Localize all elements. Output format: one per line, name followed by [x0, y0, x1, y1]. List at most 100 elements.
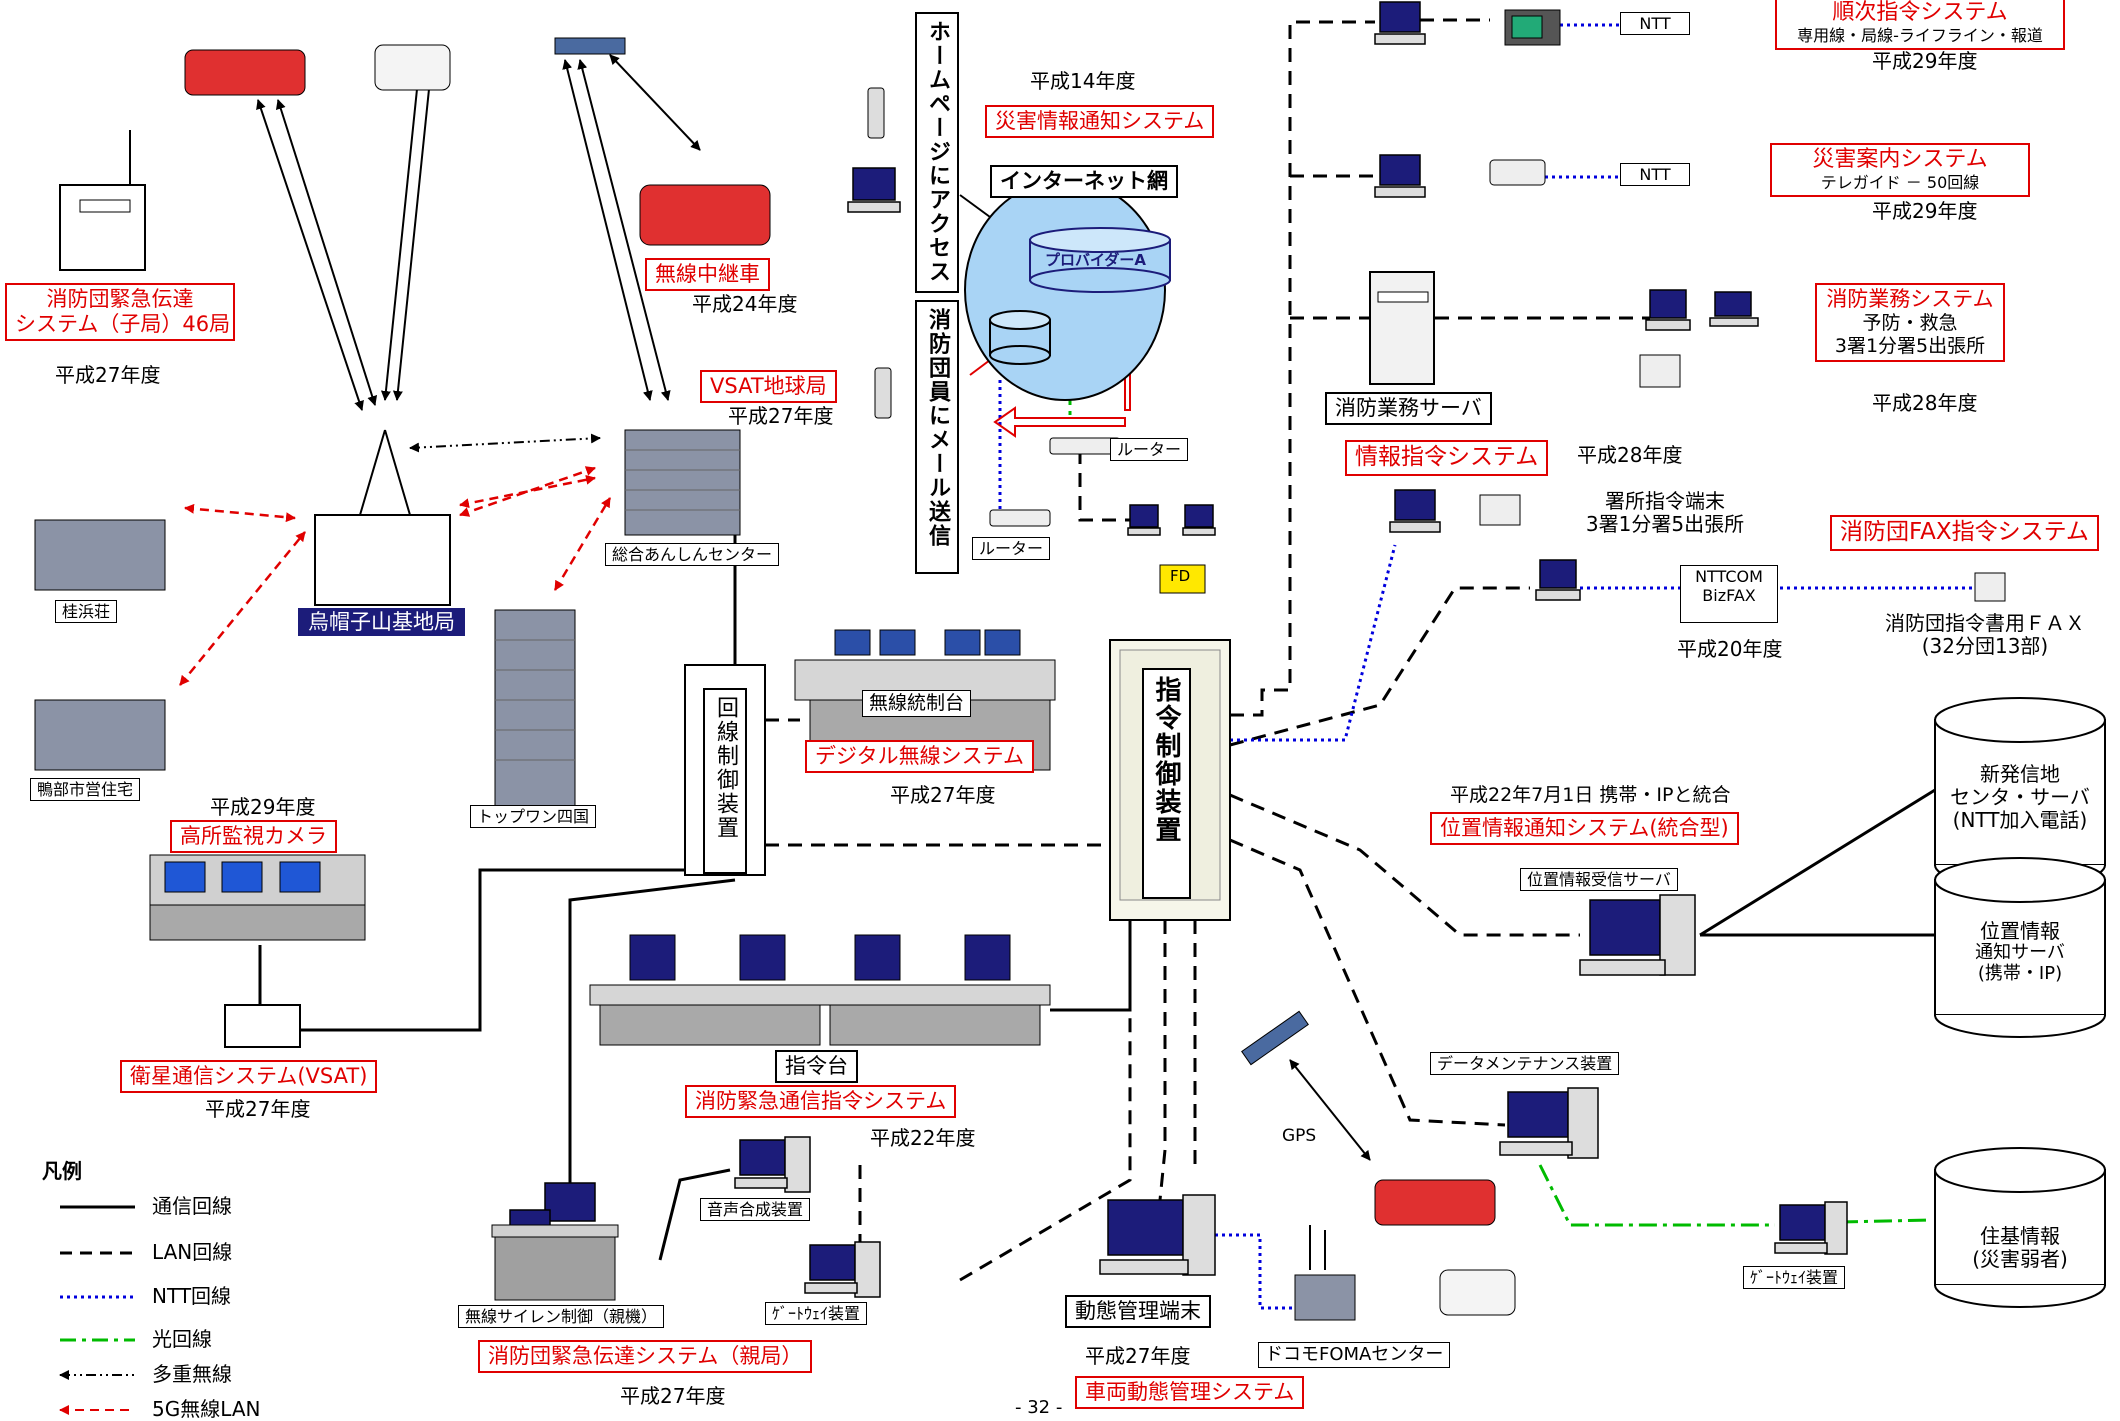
fax-device [1974, 572, 2006, 602]
fire-truck-1 [184, 49, 306, 96]
lan-line-data-maint [1229, 838, 1506, 1127]
saigai-annai-year: 平成29年度 [1872, 199, 1978, 223]
shinhasshin-2: センタ・サーバ [1950, 785, 2090, 809]
sat-arrow-2 [577, 59, 671, 401]
junji-year: 平成29年度 [1872, 49, 1978, 73]
sat-arrow-1 [562, 59, 653, 401]
onsei-gosei-label: 音声合成装置 [700, 1198, 811, 1222]
comm-line-siren [568, 878, 736, 1200]
nttcom-box: NTTCOM BizFAX [1680, 565, 1778, 623]
pc-onsei [734, 1136, 811, 1193]
kinkyu-ko-2: システム（子局）46局 [15, 312, 231, 337]
fax-system-box: 消防団FAX指令システム [1830, 515, 2099, 551]
gyomu-server-label: 消防業務サーバ [1325, 392, 1492, 426]
junji-system-box: 順次指令システム 専用線・局線-ライフライン・報道 [1775, 0, 2065, 50]
digital-system-box: デジタル無線システム [805, 740, 1034, 774]
siren-console [494, 1229, 616, 1301]
joho-printer [1479, 494, 1521, 526]
relay-truck [639, 184, 771, 246]
mail-label: 消防団員にメール送信 [915, 300, 959, 574]
gyomu-printer [1639, 354, 1681, 388]
vsat-device [224, 1004, 301, 1048]
pc-data-maint [1499, 1087, 1599, 1159]
digital-year: 平成27年度 [890, 783, 996, 807]
kinkyu-ko-year: 平成27年度 [55, 363, 161, 387]
gyomu-sub1: 予防・救急 [1862, 312, 1958, 335]
lan-line-router [1078, 450, 1130, 522]
pc-dotai [1099, 1194, 1216, 1276]
pc-gyomu [1645, 289, 1691, 331]
kinkyu-tsushin-box: 消防緊急通信指令システム [685, 1085, 957, 1119]
pc-fd-2 [1182, 504, 1216, 536]
ambulance-1 [374, 44, 451, 91]
page-number: - 32 - [1015, 1397, 1063, 1418]
pc-gateway-r [1774, 1201, 1848, 1255]
pc-homepage [847, 167, 901, 213]
kamobe-building [34, 699, 166, 771]
saigai-tsuchi-year: 平成14年度 [1030, 69, 1136, 93]
fax-sho-2: (32分団13部) [1921, 634, 2049, 658]
shireidai-label: 指令台 [775, 1050, 858, 1084]
data-maint-label: データメンテナンス装置 [1430, 1052, 1620, 1076]
shirei-seigyo-label: 指令制御装置 [1142, 668, 1191, 899]
kosho-camera-console [149, 854, 366, 941]
kinkyu-ko-1: 消防団緊急伝達 [46, 287, 194, 311]
shosho-tanmatsu-2: 3署1分署5出張所 [1585, 512, 1745, 536]
gyomu-title: 消防業務システム [1826, 287, 1994, 311]
kosho-box: 高所監視カメラ [170, 820, 337, 854]
kinkyu-oya-box: 消防団緊急伝達システム（親局） [478, 1340, 813, 1374]
siren-seigyo-label: 無線サイレン制御（親機） [458, 1305, 665, 1329]
ko-siren-station [59, 130, 146, 271]
musen-chukei-year: 平成24年度 [692, 292, 798, 316]
pc-ichi-jushin [1579, 894, 1696, 976]
shinhasshin-1: 新発信地 [1980, 762, 2060, 786]
pc-junji [1374, 1, 1426, 45]
docomo-building [1294, 1225, 1356, 1321]
vsat-chikyu-box: VSAT地球局 [700, 370, 837, 404]
shosho-tanmatsu-label: 署所指令端末 3署1分署5出張所 [1565, 490, 1765, 536]
saigai-annai-sub: テレガイド － 50回線 [1820, 173, 1980, 193]
eisei-box: 衛星通信システム(VSAT) [120, 1060, 378, 1094]
eboshi-label: 烏帽子山基地局 [298, 608, 465, 637]
pc-gateway-l [804, 1241, 881, 1298]
joho-shirei-year: 平成28年度 [1577, 443, 1683, 467]
jyuki-cylinder [1934, 1147, 2106, 1308]
ntt-line-joho [1230, 544, 1397, 742]
provider-cylinder [1029, 227, 1171, 293]
provider-label: プロバイダーA [1045, 251, 1147, 269]
gyomu-system-box: 消防業務システム 予防・救急 3署1分署5出張所 [1815, 283, 2005, 362]
radio-arrow-1 [256, 99, 364, 411]
kinkyu-ko-box: 消防団緊急伝達 システム（子局）46局 [5, 283, 235, 342]
legend-lines [59, 1205, 135, 1415]
legend-title: 凡例 [42, 1159, 82, 1183]
shireidai-desk [589, 934, 1051, 1046]
kaisen-seigyo-label: 回線制御装置 [703, 688, 747, 874]
docomo-label: ドコモFOMAセンター [1258, 1342, 1451, 1368]
5g-topone [553, 497, 612, 591]
router-2-label: ルーター [972, 537, 1051, 561]
lan-line-fax [1229, 586, 1530, 747]
ichi-tsuchi-cylinder [1934, 857, 2106, 1038]
kinkyu-tsushin-year: 平成22年度 [870, 1126, 976, 1150]
lan-line-junji [1230, 20, 1375, 717]
ntt-box-2: NTT [1620, 163, 1690, 187]
5g-sogo-2 [459, 474, 596, 509]
sharyo-year: 平成27年度 [1085, 1344, 1191, 1368]
5g-keihin [184, 503, 296, 523]
ntt-line-dotai [1215, 1233, 1295, 1310]
jyuki-1: 住基情報 [1980, 1224, 2060, 1248]
comm-line-onsei [658, 1168, 731, 1261]
dotai-label: 動態管理端末 [1065, 1295, 1211, 1329]
multi-radio [409, 433, 601, 453]
ambulance-2 [1439, 1269, 1516, 1316]
topone-label: トップワン四国 [470, 805, 597, 829]
fiber-line-jyuki [1538, 1164, 1931, 1227]
joho-shirei-box: 情報指令システム [1345, 440, 1549, 476]
phone-1 [867, 87, 885, 139]
sharyo-system-box: 車両動態管理システム [1075, 1376, 1305, 1410]
fd-label: FD [1170, 567, 1191, 585]
fax-sho-label: 消防団指令書用ＦＡＸ (32分団13部) [1860, 612, 2110, 658]
ichi-tsuchi-label: 位置情報 通知サーバ (携帯・IP) [1945, 920, 2095, 984]
legend-item-1: LAN回線 [152, 1240, 233, 1264]
